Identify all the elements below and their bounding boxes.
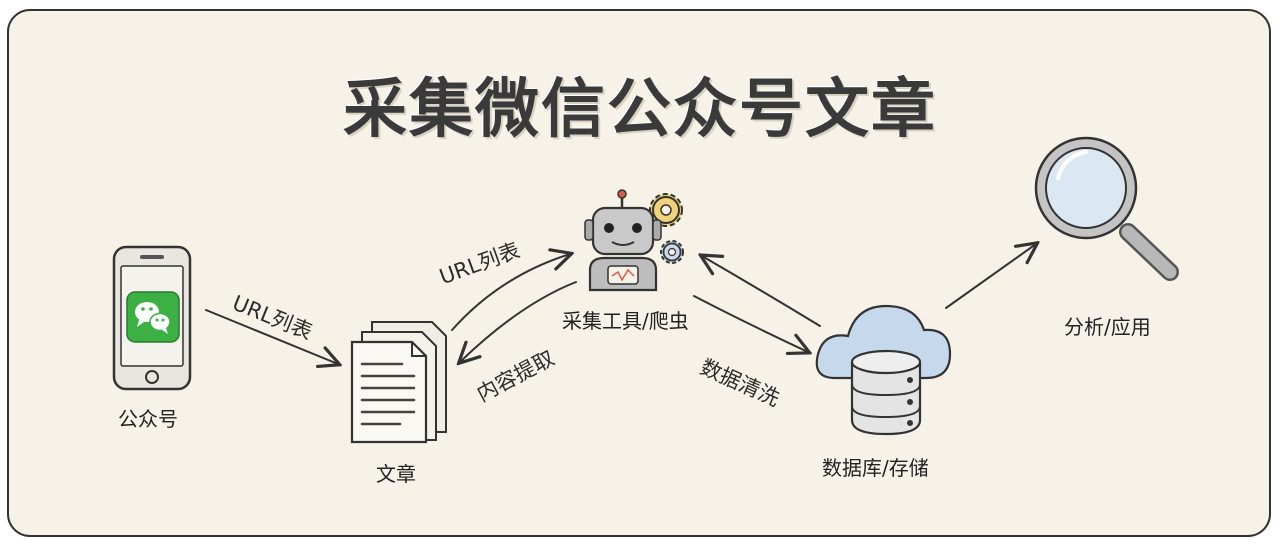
database-icon xyxy=(815,304,952,436)
arrow-account-to-article xyxy=(205,309,338,364)
gear-icon xyxy=(649,193,684,264)
phone-icon xyxy=(112,245,192,391)
arrow-database-to-crawler xyxy=(702,256,821,327)
node-label-database: 数据库/存储 xyxy=(822,456,929,480)
arrow-database-to-analysis xyxy=(945,244,1036,309)
arrows xyxy=(205,244,1036,364)
robot-icon xyxy=(584,189,684,292)
arrow-article-to-crawler xyxy=(451,254,570,331)
node-label-crawler: 采集工具/爬虫 xyxy=(562,309,689,333)
magnifier-icon xyxy=(1034,136,1179,281)
arrow-crawler-to-article xyxy=(460,281,577,362)
documents-icon xyxy=(350,321,447,444)
wechat-logo-icon xyxy=(126,291,180,343)
arrow-crawler-to-database xyxy=(693,295,808,352)
node-label-account: 公众号 xyxy=(118,407,178,431)
diagram-title: 采集微信公众号文章 xyxy=(343,73,937,147)
node-label-analysis: 分析/应用 xyxy=(1064,315,1151,339)
node-label-article: 文章 xyxy=(376,462,416,486)
